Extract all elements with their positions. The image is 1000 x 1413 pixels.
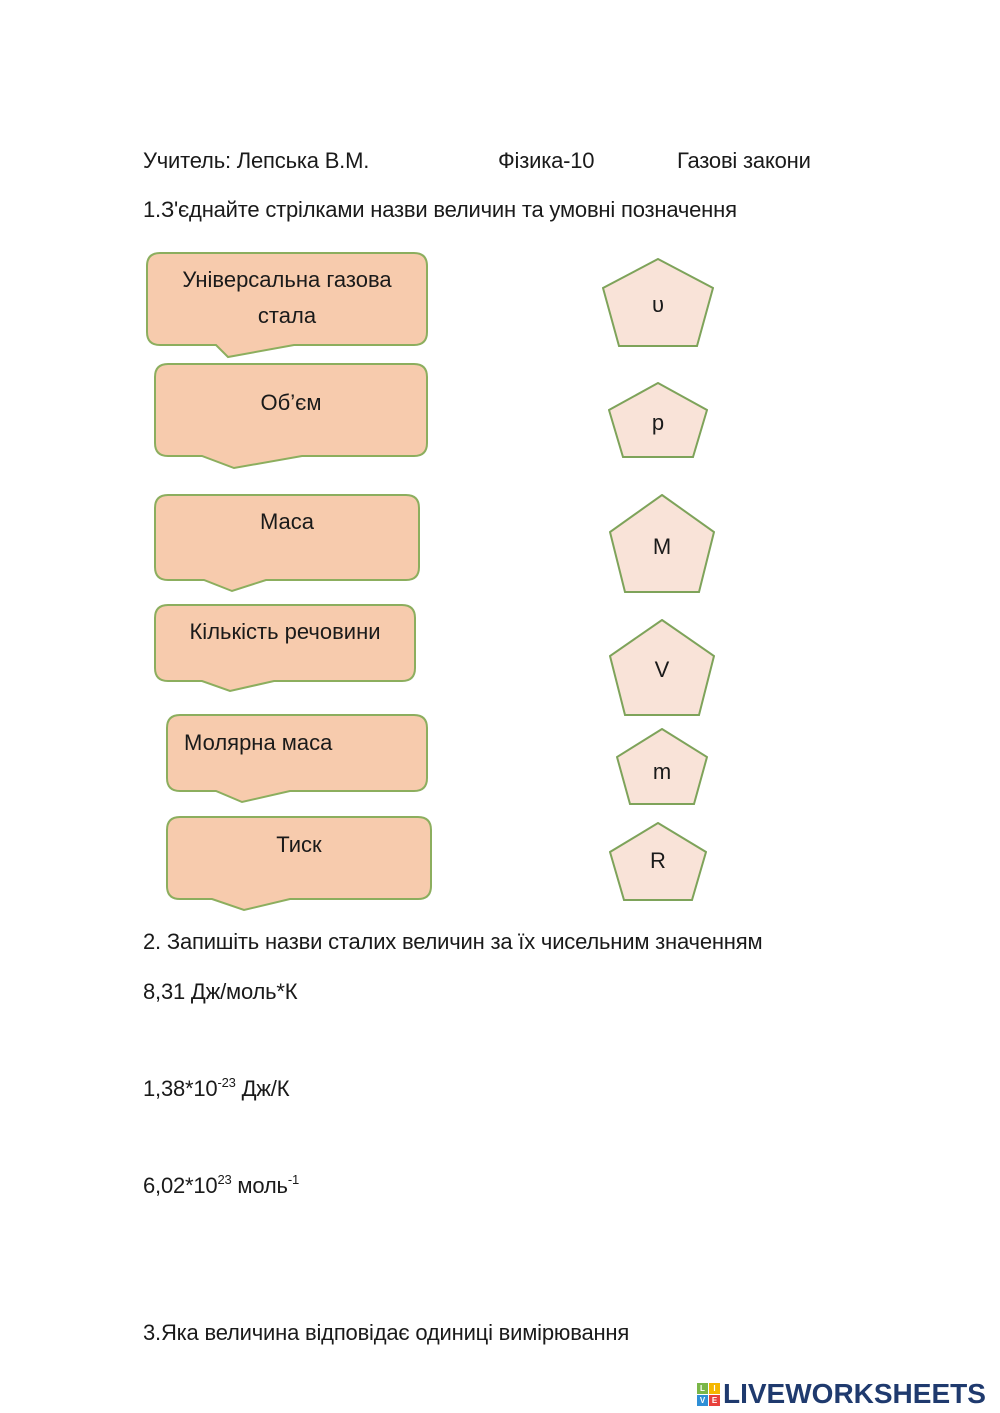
task3-title: 3.Яка величина відповідає одиниці вимірю… — [143, 1320, 630, 1345]
symbol-label: V — [654, 657, 670, 682]
callout-shape — [154, 494, 420, 593]
symbol-pentagon-p[interactable]: p — [608, 382, 708, 458]
symbol-pentagon-R[interactable]: R — [609, 822, 707, 902]
name-card-volume[interactable]: Об’єм — [154, 363, 428, 470]
subject-label: Фізика-10 — [498, 148, 595, 173]
topic-label: Газові закони — [677, 148, 811, 173]
constant-value: 8,31 Дж/моль*К — [143, 979, 298, 1004]
teacher-name: Учитель: Лепська В.М. — [143, 148, 370, 173]
name-card-molar-mass[interactable]: Молярна маса — [166, 714, 428, 804]
name-label: Універсальна газова — [182, 267, 392, 292]
name-label-line2: стала — [257, 303, 317, 328]
unit-exponent: -1 — [287, 1172, 299, 1187]
name-label: Об’єм — [260, 390, 322, 415]
liveworksheets-logo: L I V E LIVEWORKSHEETS — [697, 1378, 986, 1410]
symbol-pentagon-m[interactable]: m — [616, 728, 708, 806]
constant-unit: моль — [231, 1173, 288, 1198]
symbol-label: υ — [651, 292, 665, 317]
task1-title: 1.З'єднайте стрілками назви величин та у… — [143, 197, 737, 222]
name-card-amount-of-substance[interactable]: Кількість речовини — [154, 604, 416, 693]
symbol-label: R — [650, 848, 666, 873]
name-label: Тиск — [276, 832, 322, 857]
constant-gas: 8,31 Дж/моль*К — [143, 979, 298, 1005]
constant-boltzmann: 1,38*10-23 Дж/К — [143, 1075, 290, 1102]
symbol-label: p — [651, 410, 665, 435]
constant-unit: Дж/К — [235, 1076, 290, 1101]
callout-shape — [154, 604, 416, 693]
callout-shape — [154, 363, 428, 470]
callout-shape — [166, 816, 432, 912]
pentagon-shape — [602, 258, 714, 347]
constant-avogadro: 6,02*1023 моль-1 — [143, 1173, 299, 1199]
name-label: Кількість речовини — [189, 619, 381, 644]
callout-shape — [146, 252, 428, 359]
pentagon-shape — [616, 728, 708, 805]
pentagon-shape — [609, 822, 707, 901]
symbol-label: m — [652, 759, 672, 784]
symbol-pentagon-M[interactable]: M — [609, 494, 715, 594]
callout-shape — [166, 714, 428, 804]
constant-exponent: 23 — [217, 1172, 232, 1187]
pentagon-shape — [608, 382, 708, 458]
constant-value: 6,02*10 — [143, 1173, 218, 1198]
logo-live-icon: L I V E — [697, 1382, 720, 1406]
symbol-pentagon-V[interactable]: V — [609, 619, 715, 717]
pentagon-shape — [609, 494, 715, 593]
task2-title: 2. Запишіть назви сталих величин за їх ч… — [143, 929, 763, 954]
pentagon-shape — [609, 619, 715, 716]
name-label: Молярна маса — [184, 730, 333, 755]
logo-text: LIVEWORKSHEETS — [723, 1378, 986, 1409]
symbol-label: M — [652, 534, 672, 559]
constant-exponent: -23 — [217, 1075, 236, 1090]
name-label: Маса — [259, 509, 315, 534]
name-card-mass[interactable]: Маса — [154, 494, 420, 593]
symbol-pentagon-nu[interactable]: υ — [602, 258, 714, 348]
constant-value: 1,38*10 — [143, 1076, 218, 1101]
name-card-pressure[interactable]: Тиск — [166, 816, 432, 912]
name-card-gas-constant[interactable]: Універсальна газова стала — [146, 252, 428, 359]
